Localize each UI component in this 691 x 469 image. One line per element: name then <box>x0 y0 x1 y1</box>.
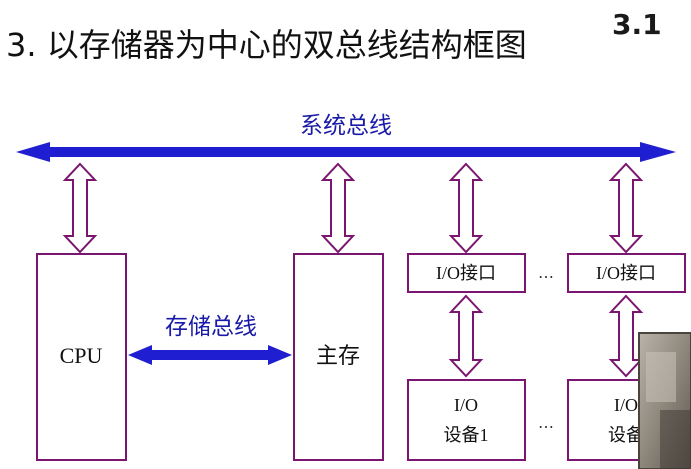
memory-bus-label: 存储总线 <box>165 314 257 340</box>
io-2-link-arrow <box>608 294 644 378</box>
memory-bus-arrow <box>128 345 292 365</box>
system-bus-label: 系统总线 <box>300 113 392 139</box>
main-memory-label: 主存 <box>316 343 360 368</box>
io-device-2-line1: I/O <box>614 395 638 415</box>
webcam-overlay <box>638 332 691 469</box>
io-interface-2-label: I/O接口 <box>596 263 656 283</box>
main-memory-box <box>293 253 384 461</box>
cpu-system-bus-arrow <box>62 162 98 254</box>
io-interface-1-system-bus-arrow <box>448 162 484 254</box>
system-bus-arrow <box>16 142 676 162</box>
section-number: 3.1 <box>612 8 662 41</box>
io-interface-1-label: I/O接口 <box>436 263 496 283</box>
io-1-link-arrow <box>448 294 484 378</box>
io-interface-2-system-bus-arrow <box>608 162 644 254</box>
cpu-box <box>36 253 127 461</box>
slide-title: 3. 以存储器为中心的双总线结构框图 <box>6 26 527 64</box>
io-device-2-line2: 设备 <box>608 425 644 445</box>
io-device-1-box <box>407 379 526 461</box>
memory-system-bus-arrow <box>320 162 356 254</box>
io-interface-1-box <box>407 253 526 293</box>
io-device-1-line1: I/O <box>454 395 478 415</box>
device-ellipsis: … <box>538 413 554 432</box>
cpu-label: CPU <box>60 343 103 368</box>
io-interface-2-box <box>567 253 686 293</box>
io-device-1-line2: 设备1 <box>444 425 489 445</box>
interface-ellipsis: … <box>538 263 554 282</box>
